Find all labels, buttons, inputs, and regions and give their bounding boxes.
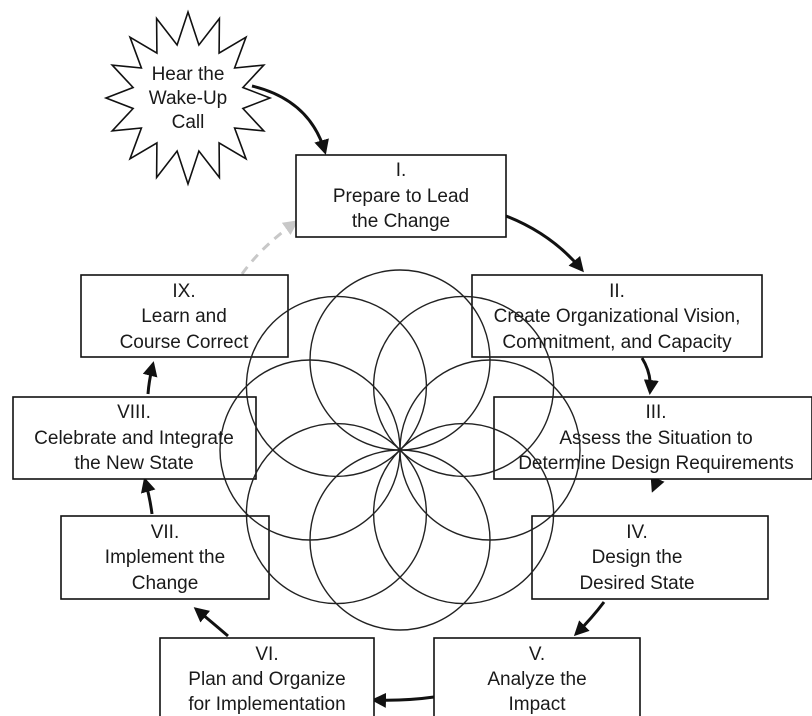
stage-ix-line-1: Learn and bbox=[141, 306, 227, 327]
stage-iii-line-2: Determine Design Requirements bbox=[518, 453, 794, 474]
stage-ix-box: IX. Learn and Course Correct bbox=[80, 274, 289, 358]
arrow-viii-to-ix bbox=[142, 361, 158, 395]
wake-up-line-1: Hear the bbox=[152, 64, 225, 85]
wake-up-call-starburst: Hear the Wake-Up Call bbox=[103, 9, 273, 187]
stage-ix-numeral: IX. bbox=[172, 281, 195, 302]
stage-vi-box: VI. Plan and Organize for Implementation bbox=[159, 637, 375, 716]
stage-ii-numeral: II. bbox=[609, 281, 625, 302]
stage-vii-line-2: Change bbox=[132, 573, 199, 594]
stage-v-line-1: Analyze the bbox=[487, 669, 586, 690]
stage-ii-box: II. Create Organizational Vision, Commit… bbox=[471, 274, 763, 358]
stage-viii-numeral: VIII. bbox=[117, 402, 151, 423]
stage-vii-line-1: Implement the bbox=[105, 547, 225, 568]
stage-vi-numeral: VI. bbox=[255, 644, 278, 665]
center-circle-motif-overlay bbox=[219, 269, 581, 631]
stage-vi-line-2: for Implementation bbox=[188, 694, 345, 715]
stage-v-line-2: Impact bbox=[508, 694, 566, 715]
stage-vii-box: VII. Implement the Change bbox=[60, 515, 270, 600]
arrow-i-to-ii bbox=[505, 214, 584, 273]
stage-vi-line-1: Plan and Organize bbox=[188, 669, 345, 690]
stage-i-line-1: Prepare to Lead bbox=[333, 186, 469, 207]
arrow-ix-to-i-dashed bbox=[240, 220, 299, 275]
arrow-vii-to-viii bbox=[140, 477, 156, 515]
stage-i-line-2: the Change bbox=[352, 211, 450, 232]
stage-iii-box: III. Assess the Situation to Determine D… bbox=[493, 396, 812, 480]
wake-up-line-2: Wake-Up bbox=[149, 88, 227, 109]
stage-i-numeral: I. bbox=[396, 160, 407, 181]
stage-vii-numeral: VII. bbox=[151, 522, 180, 543]
stage-i-box: I. Prepare to Lead the Change bbox=[295, 154, 507, 238]
arrow-v-to-vi bbox=[371, 692, 435, 708]
stage-iv-line-1: Design the bbox=[592, 547, 683, 568]
stage-viii-box: VIII. Celebrate and Integrate the New St… bbox=[12, 396, 257, 480]
stage-iv-numeral: IV. bbox=[626, 522, 648, 543]
arrow-iv-to-v bbox=[573, 601, 606, 637]
stage-iii-line-1: Assess the Situation to bbox=[559, 428, 752, 449]
stage-iii-numeral: III. bbox=[645, 402, 666, 423]
arrow-wakeup-to-prepare bbox=[251, 84, 329, 155]
stage-ii-line-2: Commitment, and Capacity bbox=[502, 332, 732, 353]
stage-v-box: V. Analyze the Impact bbox=[433, 637, 641, 716]
arrow-ii-to-iii bbox=[640, 357, 659, 395]
cycle-arrows bbox=[140, 84, 665, 708]
starburst-icon bbox=[103, 9, 273, 187]
arrow-vi-to-vii bbox=[193, 607, 229, 638]
stage-iv-box: IV. Design the Desired State bbox=[531, 515, 769, 600]
stage-viii-line-1: Celebrate and Integrate bbox=[34, 428, 234, 449]
stage-v-numeral: V. bbox=[529, 644, 545, 665]
stage-ii-line-1: Create Organizational Vision, bbox=[494, 306, 741, 327]
motif-circle bbox=[245, 295, 428, 478]
stage-viii-line-2: the New State bbox=[74, 453, 193, 474]
stage-iv-line-2: Desired State bbox=[579, 573, 694, 594]
wake-up-line-3: Call bbox=[172, 112, 205, 133]
stage-ix-line-2: Course Correct bbox=[120, 332, 250, 353]
